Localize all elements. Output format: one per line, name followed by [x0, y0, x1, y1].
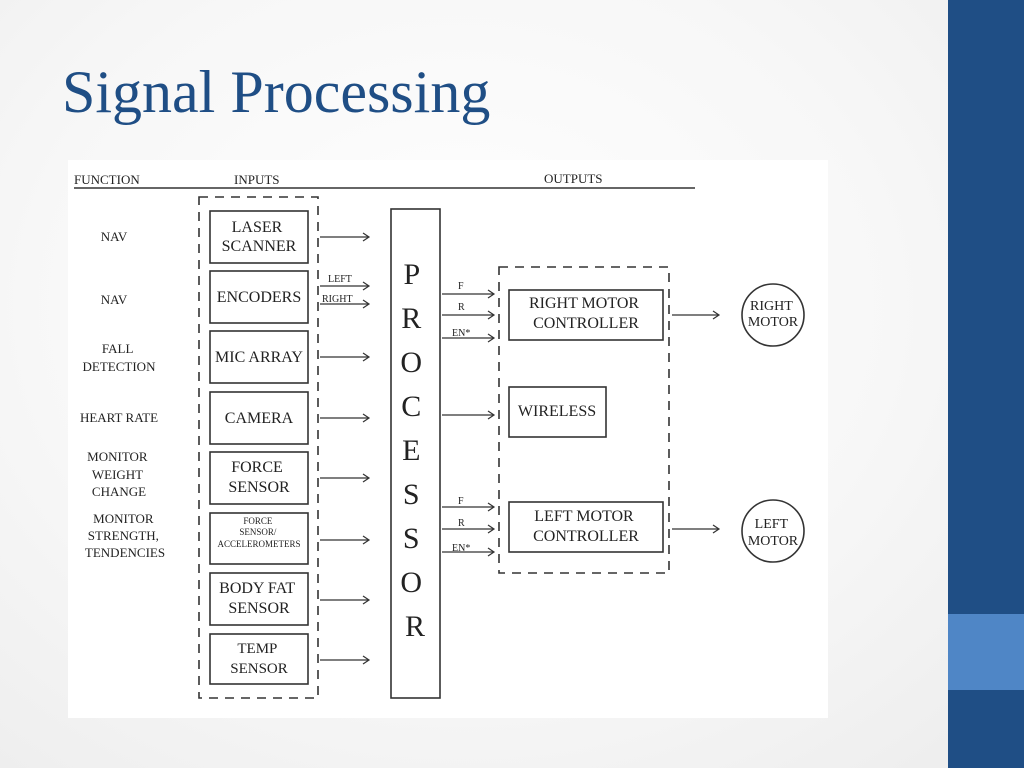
- wireless-box: [508, 386, 607, 438]
- input-box-temp-sensor: [209, 633, 309, 685]
- slide-title: Signal Processing: [62, 59, 491, 125]
- left-motor-signal-arrows: [442, 502, 496, 557]
- right-motor-controller-box: [508, 289, 664, 341]
- input-label-accelerometers: FORCE SENSOR/ ACCELEROMETERS: [217, 516, 300, 549]
- input-box-laser-scanner: [209, 210, 309, 264]
- input-label-laser-scanner: LASER SCANNER: [222, 219, 297, 255]
- function-label-nav-2: NAV: [101, 292, 128, 307]
- wireless-label: WIRELESS: [518, 403, 596, 420]
- input-arrows: [320, 232, 371, 665]
- header-outputs: OUTPUTS: [544, 171, 603, 186]
- function-label-heart-rate: HEART RATE: [80, 410, 158, 425]
- header-function: FUNCTION: [74, 172, 140, 187]
- function-label-fall-detection: FALL DETECTION: [83, 341, 157, 374]
- arrow-encoders-left: [320, 281, 371, 291]
- signal-label-right-en: EN*: [452, 328, 470, 339]
- function-label-strength: MONITOR STRENGTH, TENDENCIES: [85, 511, 165, 560]
- input-label-camera: CAMERA: [225, 410, 294, 427]
- arrow-body-fat: [320, 595, 371, 605]
- arrow-left-motor: [672, 524, 721, 534]
- processor-box: [390, 208, 441, 699]
- input-label-force-sensor: FORCE SENSOR: [228, 459, 290, 496]
- right-motor-controller-label: RIGHT MOTOR CONTROLLER: [529, 295, 643, 332]
- block-diagram: FUNCTION INPUTS OUTPUTS NAV NAV FALL DET…: [74, 171, 805, 699]
- arrow-force: [320, 473, 371, 483]
- left-motor-label: LEFT MOTOR: [748, 517, 799, 549]
- arrow-encoders-right: [320, 299, 371, 309]
- inputs-group: [198, 196, 319, 699]
- signal-label-left: LEFT: [328, 274, 352, 285]
- diagram-panel: FUNCTION INPUTS OUTPUTS NAV NAV FALL DET…: [68, 160, 828, 718]
- signal-label-left-f: F: [458, 496, 464, 507]
- arrow-wireless: [442, 410, 496, 420]
- input-label-body-fat-sensor: BODY FAT SENSOR: [219, 580, 299, 617]
- signal-label-right: RIGHT: [322, 294, 353, 305]
- arrow-camera: [320, 413, 371, 423]
- input-label-encoders: ENCODERS: [217, 289, 301, 306]
- arrow-mic: [320, 352, 371, 362]
- signal-label-left-r: R: [458, 518, 465, 529]
- input-box-body-fat-sensor: [209, 572, 309, 626]
- side-bar-accent: [948, 614, 1024, 690]
- signal-label-right-f: F: [458, 281, 464, 292]
- processor-label: P R O C E S S O R: [400, 258, 429, 643]
- left-motor-controller-box: [508, 501, 664, 553]
- arrow-accelerometers: [320, 535, 371, 545]
- input-box-mic-array: [209, 330, 309, 384]
- input-label-mic-array: MIC ARRAY: [215, 349, 303, 366]
- function-label-nav-1: NAV: [101, 229, 128, 244]
- function-label-weight-change: MONITOR WEIGHT CHANGE: [87, 449, 151, 499]
- left-motor-controller-label: LEFT MOTOR CONTROLLER: [533, 508, 639, 545]
- input-box-encoders: [209, 270, 309, 324]
- right-motor-label: RIGHT MOTOR: [748, 299, 799, 330]
- left-motor-circle: [741, 499, 805, 563]
- input-label-temp-sensor: TEMP SENSOR: [230, 641, 288, 677]
- right-motor-circle: [741, 283, 805, 347]
- input-box-accelerometers: [209, 512, 309, 565]
- arrow-right-motor: [672, 310, 721, 320]
- arrow-temp: [320, 655, 371, 665]
- outputs-group: [498, 266, 670, 574]
- arrow-laser: [320, 232, 371, 242]
- header-inputs: INPUTS: [234, 172, 280, 187]
- signal-label-right-r: R: [458, 302, 465, 313]
- input-box-camera: [209, 391, 309, 445]
- signal-label-left-en: EN*: [452, 543, 470, 554]
- input-box-force-sensor: [209, 451, 309, 505]
- right-motor-signal-arrows: [442, 289, 496, 343]
